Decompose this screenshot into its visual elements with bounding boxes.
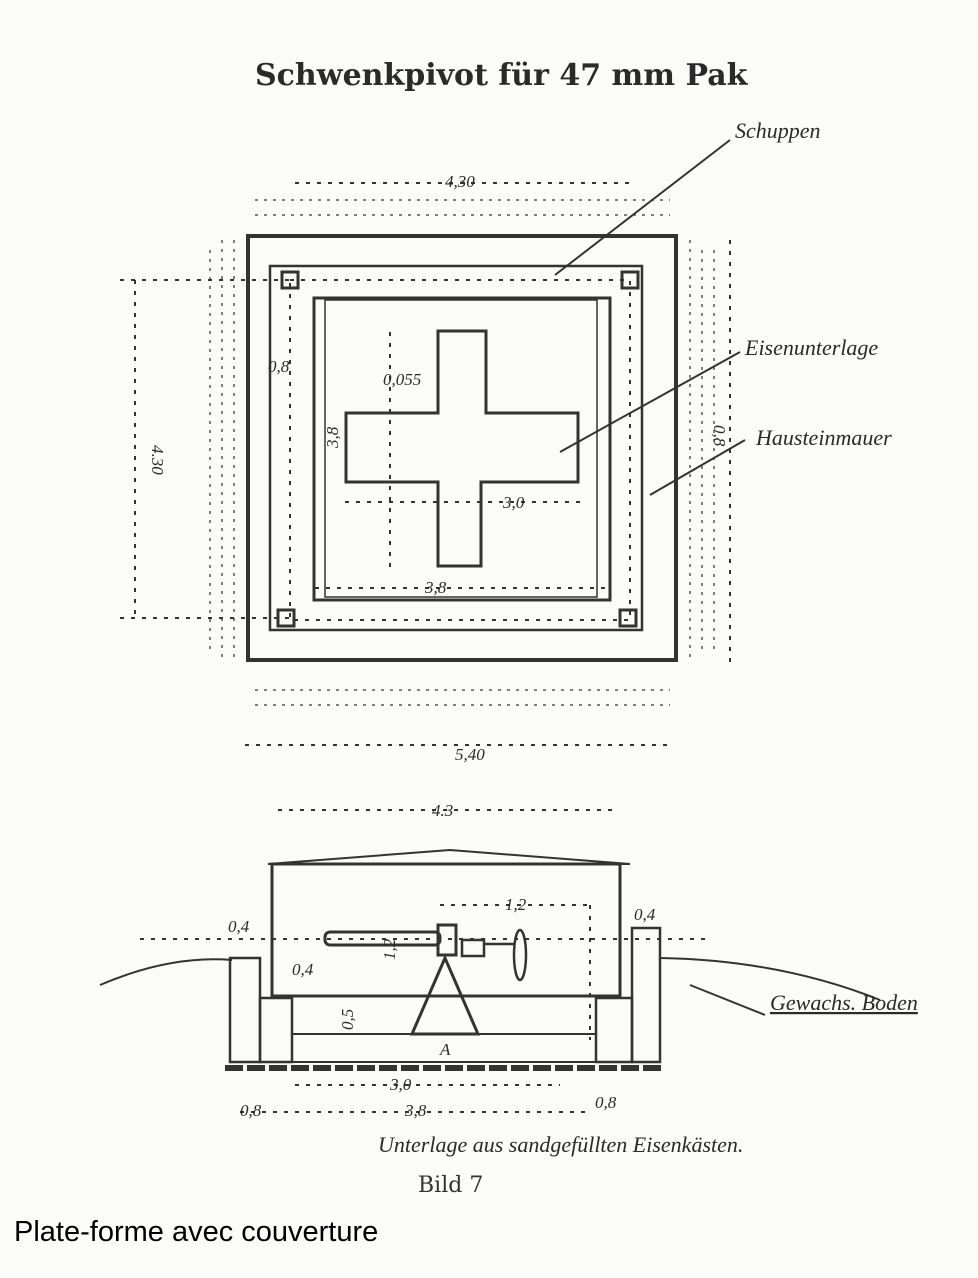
label-stone-wall: Hausteinmauer (755, 425, 892, 450)
dim-inner-width: 3,8 (424, 578, 447, 597)
leader-line (689, 984, 766, 1016)
dim-wall-right: 0,4 (634, 905, 656, 924)
dim-roof-width: 4.3 (432, 801, 453, 820)
gun-breech (436, 923, 458, 957)
label-foundation: Unterlage aus sandgefüllten Eisenkästen. (378, 1132, 743, 1157)
block-label: A (439, 1040, 451, 1059)
dim-left-height: 4.30 (148, 445, 167, 475)
gun-sight (460, 938, 486, 958)
shed-outline (289, 279, 631, 621)
stone-wall-inner (268, 264, 644, 632)
iron-base-cross (344, 329, 580, 568)
corner-post (280, 270, 300, 290)
stone-wall-left (228, 956, 262, 1064)
dim-pit-width: 3,8 (404, 1101, 427, 1120)
drawing-title: Schwenkpivot für 47 mm Pak (255, 58, 749, 93)
dim-inner-offset: 0,4 (292, 960, 314, 979)
section-view: 4.3 1,2 0,4 0,4 0,4 1,2 0,5 A 3,0 3,8 0,… (99, 801, 918, 1157)
dim-wall-left: 0,4 (228, 917, 250, 936)
shed-body (270, 862, 622, 998)
label-ground: Gewachs. Boden (770, 990, 918, 1015)
dim-arm-width: 0,055 (383, 370, 421, 389)
dim-footing-right: 0,8 (595, 1093, 617, 1112)
dim-wall-right: 0,8 (710, 425, 729, 447)
dim-bottom-width: 5,40 (455, 745, 485, 764)
corner-post (618, 608, 638, 628)
dim-wall-left: 0,8 (268, 357, 290, 376)
inner-pit (312, 296, 612, 602)
dim-inner-height: 3,8 (323, 426, 342, 449)
outer-wall (246, 234, 678, 662)
dim-pivot-height: 1,2 (380, 938, 399, 960)
gun-shield-wheel (512, 928, 528, 982)
caption: Plate-forme avec couverture (14, 1216, 379, 1248)
pivot-cone (409, 954, 481, 1036)
plan-view: Schuppen Eisenunterlage Hausteinmauer 4,… (120, 118, 892, 764)
label-shed: Schuppen (735, 118, 821, 143)
ground-line (99, 957, 881, 1001)
dim-gun-reach: 1,2 (505, 895, 527, 914)
ground-hatching (209, 199, 715, 706)
dim-pit-depth: 0,5 (338, 1009, 357, 1030)
leader-line (559, 351, 741, 453)
stone-wall-left-step (258, 996, 294, 1064)
leader-line (649, 439, 746, 496)
dim-base-width: 3,0 (389, 1075, 412, 1094)
leader-line (554, 139, 731, 276)
label-iron-base: Eisenunterlage (744, 335, 878, 360)
corner-post (620, 270, 640, 290)
figure-label: Bild 7 (418, 1173, 483, 1198)
inner-pit-line (324, 299, 598, 598)
stone-wall-right (630, 926, 662, 1064)
gun-barrel (323, 930, 442, 947)
dim-top-width: 4,30 (445, 172, 475, 191)
stone-wall-right-step (594, 996, 634, 1064)
shed-roof (267, 848, 631, 865)
dim-footing-left: 0,8 (240, 1101, 262, 1120)
dim-cross-width: 3,0 (502, 493, 525, 512)
